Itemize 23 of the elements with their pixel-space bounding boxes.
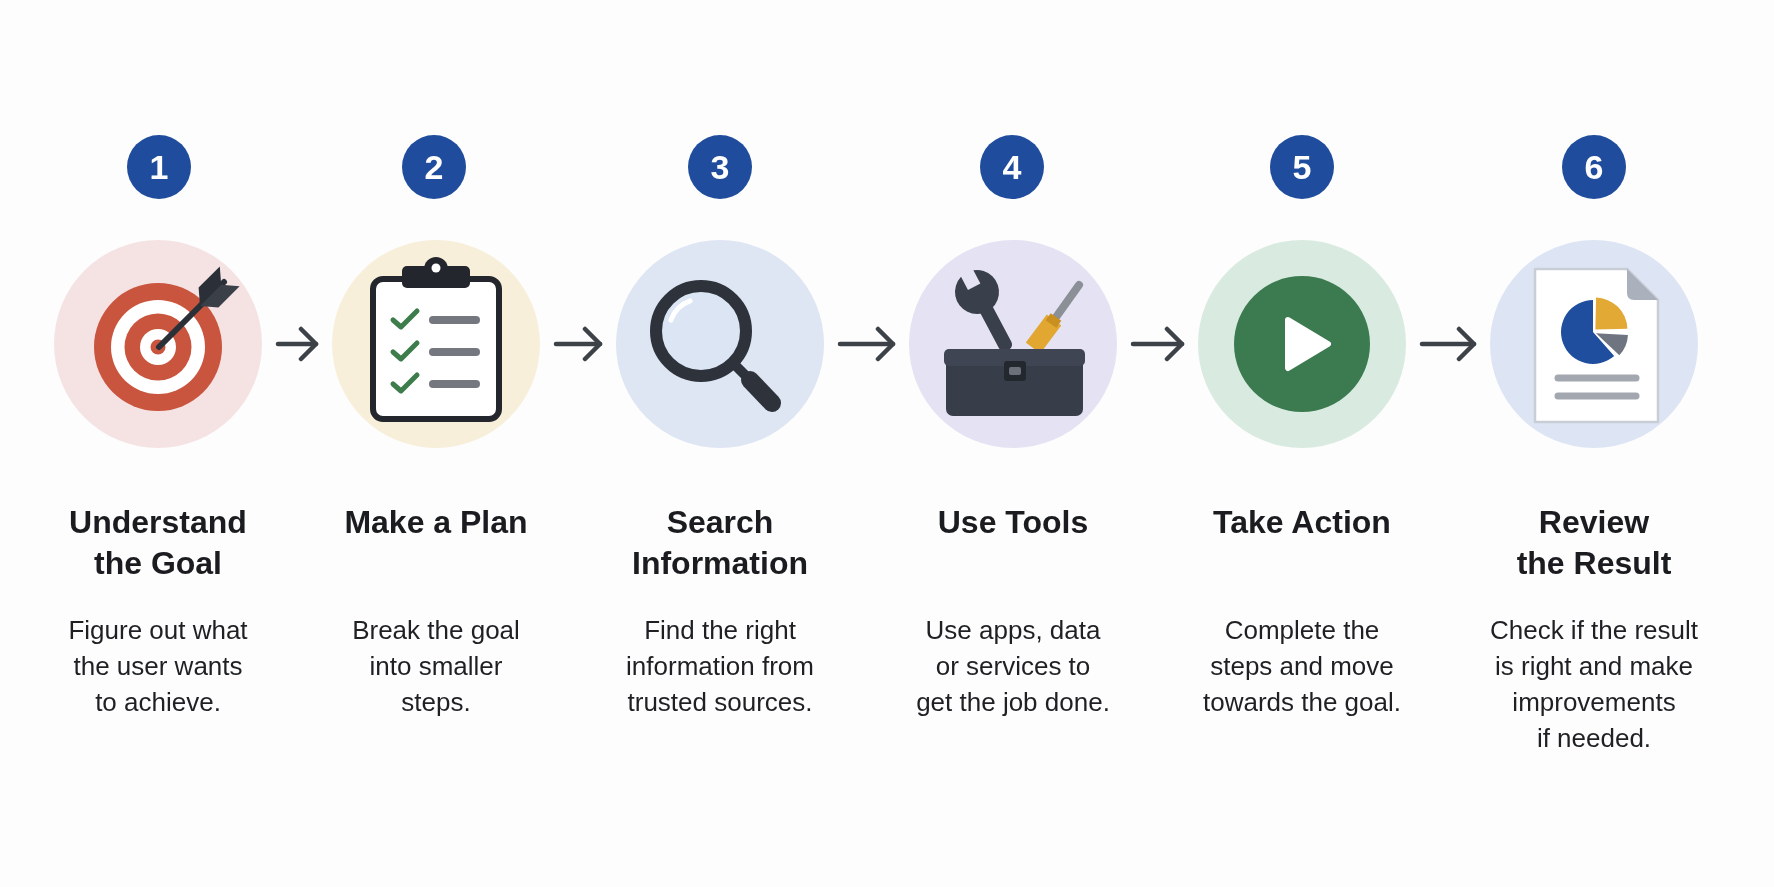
step-number: 3 — [688, 135, 752, 199]
arrow — [1130, 326, 1185, 362]
step-description: Use apps, data or services to get the job done. — [916, 614, 1110, 719]
step-description: Figure out what the user wants to achieve. — [68, 614, 248, 719]
arrow — [553, 326, 603, 362]
step-description: Check if the result is right and make improvements if needed. — [1489, 614, 1699, 755]
step-title: Review the Result — [1516, 503, 1672, 583]
step-title: Take Action — [1213, 503, 1391, 542]
step-number: 2 — [402, 135, 466, 199]
arrow — [275, 326, 319, 362]
step-title: Make a Plan — [344, 503, 528, 542]
step-title: Search Information — [632, 503, 808, 583]
step-title: Understand the Goal — [69, 503, 247, 583]
step-number: 4 — [980, 135, 1044, 199]
step-description: Find the right information from trusted sources. — [626, 614, 814, 719]
arrow — [837, 326, 896, 362]
step-number: 5 — [1270, 135, 1334, 199]
step-number: 6 — [1562, 135, 1626, 199]
step-description: Break the goal into smaller steps. — [352, 614, 520, 719]
step-number: 1 — [127, 135, 191, 199]
step-title: Use Tools — [937, 503, 1089, 542]
step-description: Complete the steps and move towards the goal. — [1203, 614, 1401, 719]
arrow — [1419, 326, 1477, 362]
